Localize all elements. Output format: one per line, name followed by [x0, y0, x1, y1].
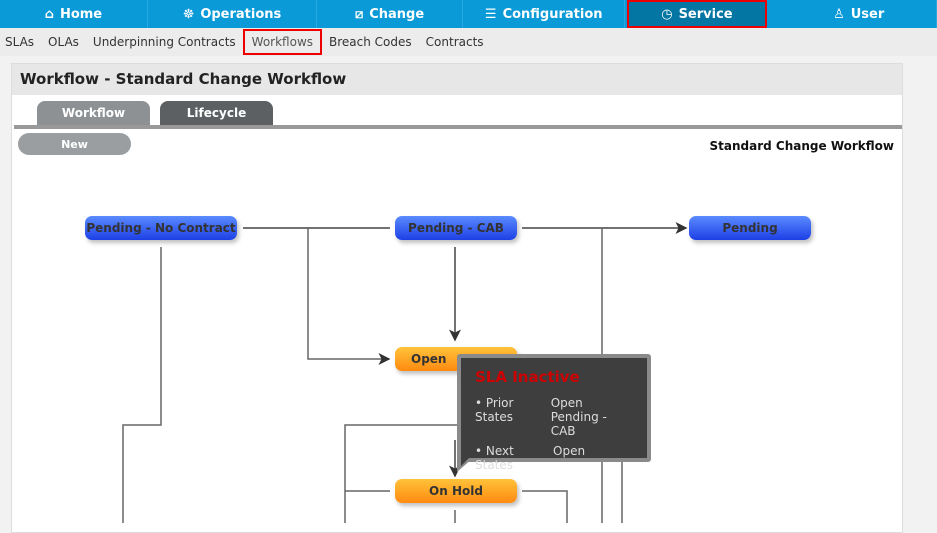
subnav-slas[interactable]: SLAs	[5, 35, 35, 49]
workflow-name: Standard Change Workflow	[709, 139, 894, 153]
new-button[interactable]: New	[18, 133, 131, 155]
nav-label: Operations	[200, 6, 282, 22]
subnav-contracts[interactable]: Contracts	[425, 35, 484, 49]
nav-label: Change	[369, 6, 425, 22]
prior-state: Pending - CAB	[550, 410, 607, 438]
nav-service[interactable]: ◷ Service	[627, 0, 768, 28]
nav-user[interactable]: ♙ User	[781, 0, 937, 28]
next-states-label: • Next States	[475, 444, 514, 472]
tab-workflow[interactable]: Workflow	[37, 101, 150, 125]
tab-divider	[14, 125, 902, 129]
tab-lifecycle[interactable]: Lifecycle	[160, 101, 273, 125]
operations-wheel-icon: ☸	[182, 6, 195, 22]
nav-label: Service	[678, 6, 733, 22]
nav-operations[interactable]: ☸ Operations	[148, 0, 318, 28]
top-nav: ⌂ Home ☸ Operations ⧄ Change ☰ Configuration…	[0, 0, 937, 28]
nav-label: User	[850, 6, 885, 22]
next-state: Open	[553, 444, 586, 458]
state-pending[interactable]: Pending	[689, 216, 811, 240]
subnav-underpinning-contracts[interactable]: Underpinning Contracts	[92, 35, 236, 49]
state-pending-no-contract[interactable]: Pending - No Contract	[85, 216, 237, 240]
nav-home[interactable]: ⌂ Home	[0, 0, 148, 28]
prior-states-label: • Prior States	[475, 396, 514, 424]
state-on-hold[interactable]: On Hold	[395, 479, 517, 503]
home-icon: ⌂	[44, 6, 54, 22]
configuration-sliders-icon: ☰	[484, 6, 497, 22]
nav-label: Home	[59, 6, 103, 22]
user-icon: ♙	[833, 6, 845, 22]
nav-configuration[interactable]: ☰ Configuration	[463, 0, 626, 28]
nav-label: Configuration	[502, 6, 603, 22]
prior-state: Open	[550, 396, 583, 410]
tooltip-title: SLA Inactive	[475, 368, 580, 386]
page-title: Workflow - Standard Change Workflow	[12, 64, 902, 95]
subnav-breach-codes[interactable]: Breach Codes	[329, 35, 412, 49]
tooltip-pointer	[457, 458, 473, 472]
subnav-workflows[interactable]: Workflows	[242, 29, 323, 55]
state-pending-cab[interactable]: Pending - CAB	[395, 216, 517, 240]
subnav-olas[interactable]: OLAs	[48, 35, 79, 49]
nav-change[interactable]: ⧄ Change	[317, 0, 463, 28]
change-icon: ⧄	[354, 6, 364, 22]
sub-nav: SLAs OLAs Underpinning Contracts Workflo…	[0, 28, 937, 56]
clock-icon: ◷	[661, 6, 673, 22]
